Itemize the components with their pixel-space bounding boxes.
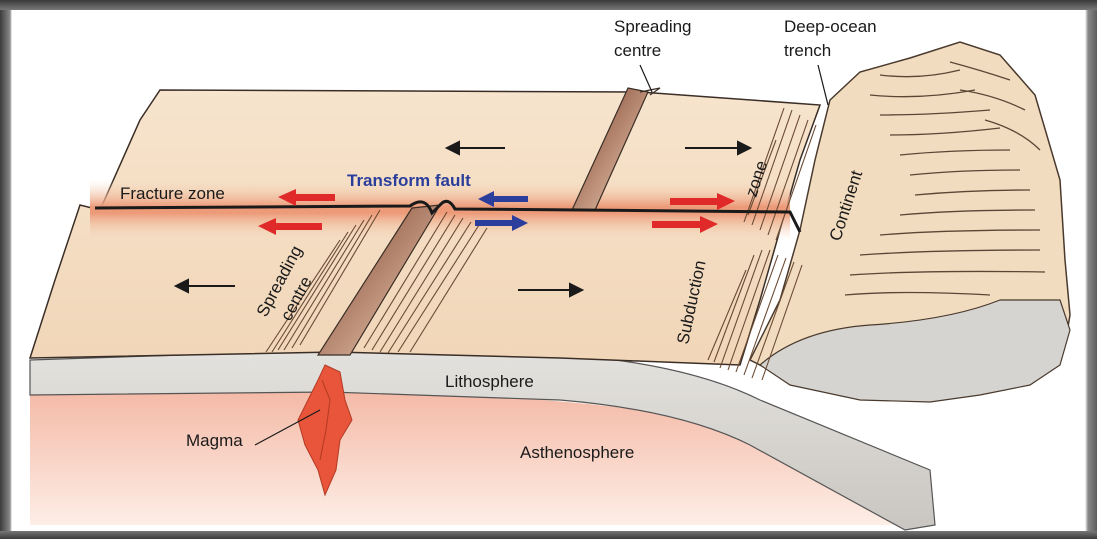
label-deep-ocean-trench-1: Deep-ocean	[784, 17, 877, 36]
label-magma: Magma	[186, 431, 243, 450]
label-deep-ocean-trench-2: trench	[784, 41, 831, 60]
label-asthenosphere: Asthenosphere	[520, 443, 634, 462]
label-transform-fault: Transform fault	[347, 171, 471, 190]
continent-block	[750, 42, 1070, 402]
trench-leader	[818, 65, 828, 105]
spreading-centre-leader	[640, 65, 652, 92]
label-lithosphere: Lithosphere	[445, 372, 534, 391]
label-spreading-centre-top-1: Spreading	[614, 17, 692, 36]
label-fracture-zone: Fracture zone	[120, 184, 225, 203]
label-spreading-centre-top-2: centre	[614, 41, 661, 60]
